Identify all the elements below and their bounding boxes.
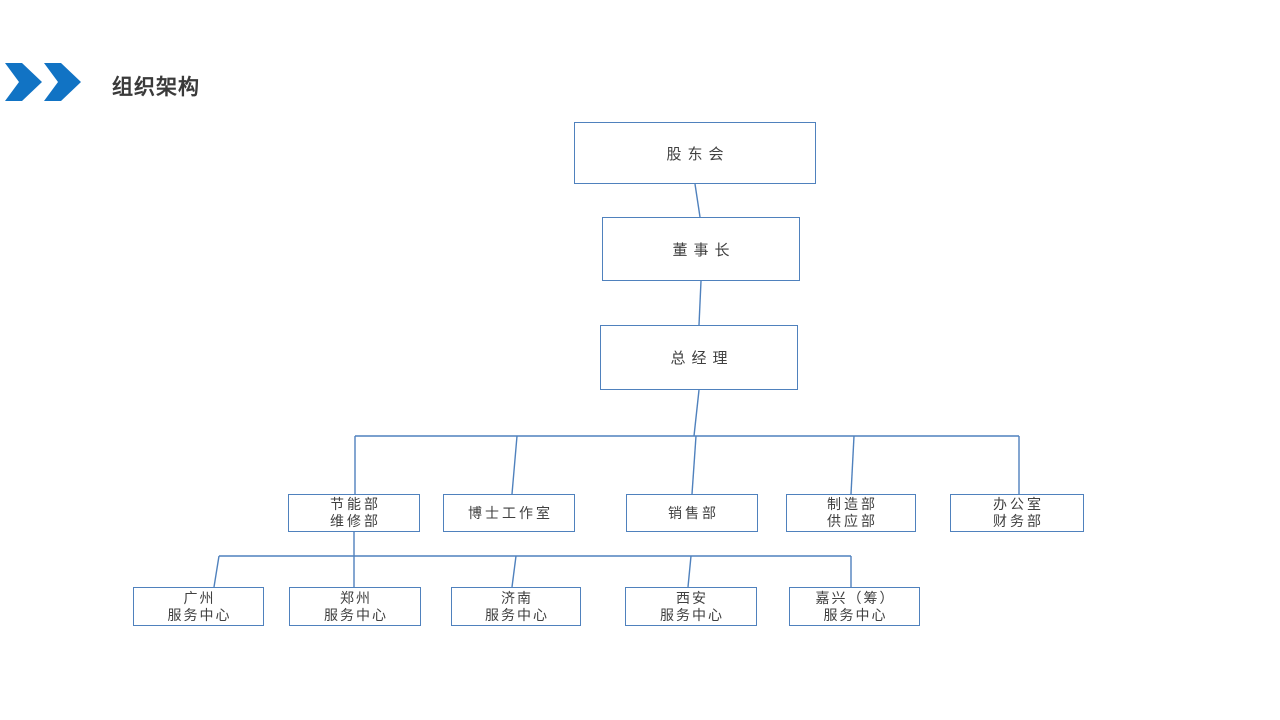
org-node-label: 广州 [183,589,216,606]
org-node-office-finance: 办公室财务部 [950,494,1084,532]
org-connector-line [687,555,692,588]
org-node-zhengzhou-center: 郑州服务中心 [289,587,421,626]
org-node-general-manager: 总经理 [600,325,798,390]
org-connector-line [693,389,700,437]
org-node-jiaxing-center: 嘉兴（筹）服务中心 [789,587,920,626]
org-node-label: 服务中心 [167,606,232,623]
org-connector-line [511,555,517,588]
org-node-label: 财务部 [993,513,1044,529]
org-connector-line [698,280,702,326]
org-node-guangzhou-center: 广州服务中心 [133,587,264,626]
org-node-label: 服务中心 [485,606,549,623]
org-node-label: 济南 [501,589,533,606]
org-node-label: 董事长 [672,241,736,259]
double-chevron-icon [5,63,81,101]
org-node-jinan-center: 济南服务中心 [451,587,581,626]
org-node-label: 总经理 [670,350,734,367]
org-node-sales-dept: 销售部 [626,494,758,532]
org-node-label: 服务中心 [823,606,888,623]
org-node-label: 销售部 [668,504,719,521]
org-node-manufacturing-supply: 制造部供应部 [786,494,916,532]
org-node-label: 服务中心 [324,606,388,623]
org-node-label: 服务中心 [660,606,724,623]
org-node-label: 供应部 [827,513,878,529]
org-node-label: 股东会 [666,145,730,163]
slide-header: 组织架构 [0,0,1280,110]
org-node-label: 办公室 [993,496,1044,512]
page-title: 组织架构 [112,76,200,99]
org-node-label: 郑州 [340,589,372,606]
org-connector-line [511,435,518,495]
org-node-label: 嘉兴（筹） [815,589,896,606]
org-connector-line [213,555,220,588]
org-node-label: 制造部 [827,496,878,512]
org-connector-line [850,435,855,495]
org-node-shareholders-meeting: 股东会 [574,122,816,184]
org-node-label: 维修部 [330,513,381,529]
org-node-label: 博士工作室 [468,504,553,521]
org-connector-line [694,183,701,218]
org-connector-line [691,435,697,495]
org-node-chairman: 董事长 [602,217,800,281]
org-node-label: 节能部 [330,496,381,512]
org-node-doctor-studio: 博士工作室 [443,494,575,532]
org-node-energy-maintenance: 节能部维修部 [288,494,420,532]
org-node-xian-center: 西安服务中心 [625,587,757,626]
org-node-label: 西安 [676,589,708,606]
